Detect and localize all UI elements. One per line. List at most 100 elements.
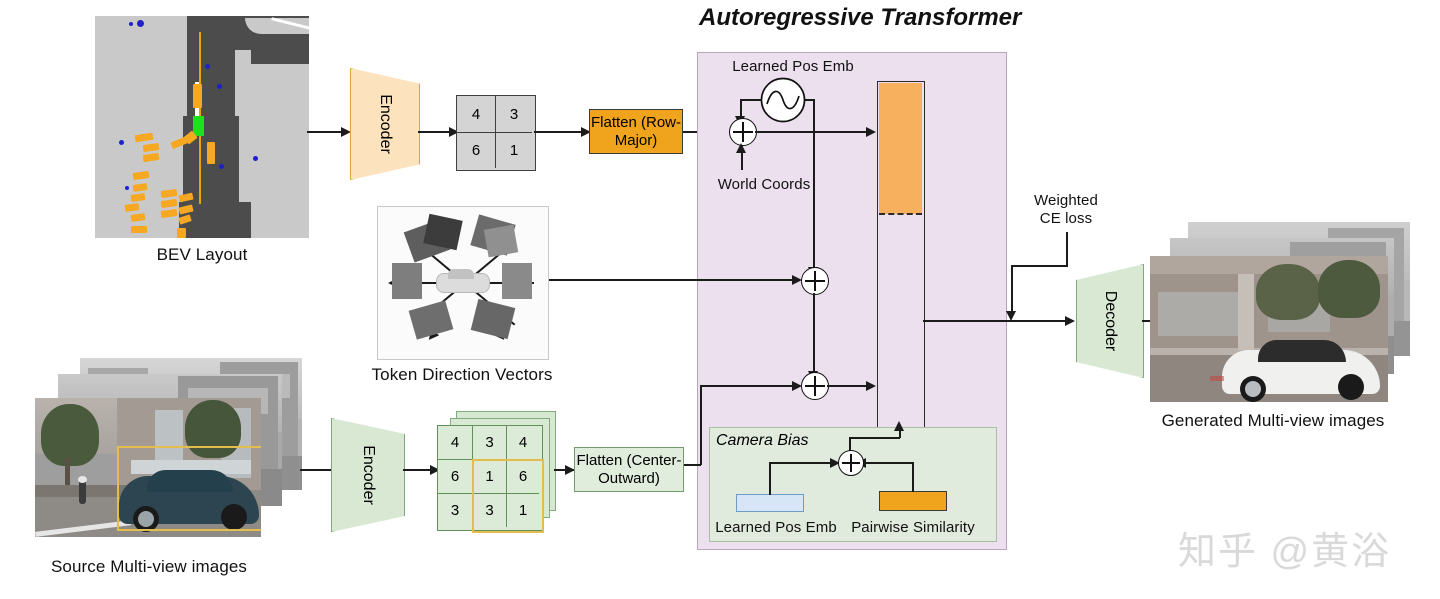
token-cell: 6 [457, 133, 496, 168]
image-encoder-label: Encoder [360, 445, 377, 505]
line-cb-to-bar [899, 430, 901, 438]
direction-thumb [470, 298, 516, 340]
arrow-head [565, 464, 575, 475]
line-add-to-add [813, 293, 815, 375]
line-cb-out-up [849, 437, 851, 451]
weighted-ce-loss-line2: CE loss [1039, 210, 1093, 228]
generated-images-caption: Generated Multi-view images [1161, 411, 1385, 430]
token-sequence-bar-lower [877, 350, 925, 429]
source-images-caption: Source Multi-view images [50, 557, 248, 576]
line-add-to-sequence-bottom [827, 385, 872, 387]
decoder[interactable]: Decoder [1076, 264, 1144, 378]
source-image-highlight-box [117, 446, 261, 531]
line-pos-emb-vertical-trunk [813, 99, 815, 271]
page-title: Autoregressive Transformer [699, 4, 1022, 31]
sine-wave-icon [760, 77, 806, 123]
decoder-label: Decoder [1102, 290, 1119, 352]
token-cell: 6 [507, 460, 539, 494]
add-operator-bev [729, 118, 757, 146]
line-cb-sim-left [862, 462, 913, 464]
add-operator-camera-bias [838, 450, 864, 476]
token-cell: 3 [438, 494, 473, 527]
token-cell: 3 [496, 96, 532, 133]
arrow-head [736, 143, 747, 153]
arrow-head [341, 126, 351, 137]
image-token-grid: 4 3 4 6 1 6 3 3 1 [437, 425, 544, 533]
arrow-source-to-encoder [300, 469, 336, 471]
add-operator-image [801, 372, 829, 400]
generated-image-front [1150, 256, 1388, 402]
line-pos-emb-left [740, 99, 762, 101]
line-pos-emb-down [740, 99, 742, 118]
line-world-coords [741, 146, 743, 170]
arrow-head [1006, 311, 1017, 321]
flatten-row-major-label-line2: Major) [614, 131, 658, 149]
direction-thumb [483, 224, 519, 258]
line-direction-to-add [549, 279, 797, 281]
arrow-head [449, 126, 459, 137]
pairwise-similarity-bar [879, 491, 947, 511]
arrow-grid-to-flatten [534, 131, 590, 133]
arrow-head [866, 380, 876, 391]
ego-car-roof [448, 269, 474, 279]
camera-bias-title: Camera Bias [716, 432, 809, 449]
arrow-head [581, 126, 591, 137]
flatten-center-outward-label-line2: Outward) [598, 469, 660, 487]
arrow-head [792, 380, 802, 391]
world-coords-label: World Coords [717, 176, 811, 193]
camera-bias-panel [709, 427, 997, 542]
learned-pos-emb-top-label: Learned Pos Emb [732, 58, 854, 75]
token-direction-vectors-caption: Token Direction Vectors [371, 365, 553, 384]
flatten-row-major-box[interactable]: Flatten (Row- Major) [589, 109, 683, 154]
token-cell: 3 [473, 494, 507, 527]
weighted-ce-loss-line1: Weighted [1034, 192, 1098, 209]
arrow-head [1065, 315, 1075, 326]
watermark: 知乎 @黄浴 [1178, 531, 1392, 573]
sequence-bar-divider [878, 213, 922, 215]
token-cell: 4 [507, 426, 539, 460]
line-cb-sim-up [912, 462, 914, 492]
line-add-to-sequence-top [755, 131, 870, 133]
pairwise-similarity-label: Pairwise Similarity [851, 519, 975, 536]
token-cell: 6 [438, 460, 473, 494]
direction-thumb [392, 263, 422, 299]
token-sequence-bar-orange-segment [878, 82, 922, 214]
source-image-front [35, 398, 261, 537]
bev-encoder-label: Encoder [377, 94, 394, 154]
add-operator-direction [801, 267, 829, 295]
arrow-head [866, 126, 876, 137]
token-cell: 1 [473, 460, 507, 494]
line-loss-to-stream [1011, 265, 1013, 315]
bev-layout-caption: BEV Layout [156, 245, 248, 264]
flatten-row-major-label-line1: Flatten (Row- [590, 113, 682, 131]
line-cb-out-right [849, 437, 900, 439]
arrow-bev-to-encoder [307, 131, 343, 133]
line-cb-pos-up [769, 462, 771, 495]
flatten-center-outward-box[interactable]: Flatten (Center- Outward) [574, 447, 684, 492]
token-cell: 1 [509, 142, 519, 159]
image-encoder[interactable]: Encoder [331, 418, 405, 532]
direction-thumb [502, 263, 532, 299]
line-cb-pos-right [769, 462, 837, 464]
camera-bias-learned-pos-emb-label: Learned Pos Emb [715, 519, 837, 536]
token-direction-vectors-panel [377, 206, 549, 360]
token-cell: 3 [473, 426, 507, 460]
bev-layout-image [95, 16, 309, 238]
line-loss-left [1011, 265, 1068, 267]
arrow-encoder-to-grid [418, 131, 452, 133]
arrow-head [830, 457, 840, 468]
line-loss-down [1066, 232, 1068, 266]
direction-thumb [408, 300, 454, 340]
bev-encoder[interactable]: Encoder [350, 68, 420, 180]
token-cell: 4 [438, 426, 473, 460]
line-flatten-co-up [700, 385, 702, 465]
line-pos-emb-right [805, 99, 814, 101]
line-flatten-co-out [683, 464, 701, 466]
bev-token-grid: 4 3 6 1 [456, 95, 536, 171]
weighted-ce-loss-label: Weighted CE loss [1004, 192, 1128, 229]
arrow-head [894, 421, 905, 431]
arrow-head [792, 274, 802, 285]
image-token-highlight-box [472, 459, 544, 533]
line-flatten-co-right [700, 385, 797, 387]
camera-bias-learned-pos-emb-bar [736, 494, 804, 512]
